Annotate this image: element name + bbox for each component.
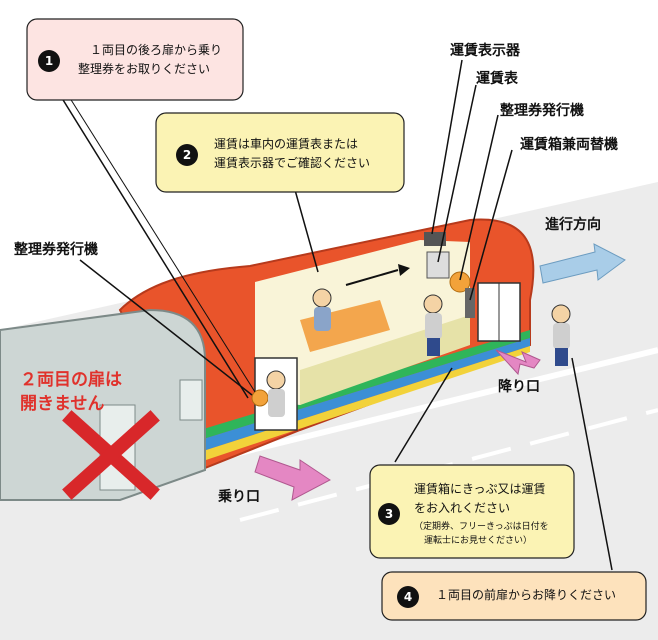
step4-line1: １両目の前扉からお降りください xyxy=(436,588,617,602)
interior-arrow-head xyxy=(398,264,410,276)
closed-door-x-2 xyxy=(62,410,160,500)
interior-arrow-line xyxy=(345,269,399,286)
step2-line2: 運賃表示器でご確認ください xyxy=(214,156,371,170)
pointer-left-machine xyxy=(79,259,253,396)
label-fare-table: 運賃表 xyxy=(476,71,518,87)
label-direction: 進行方向 xyxy=(545,217,601,233)
driver-legs xyxy=(427,338,440,356)
step1-number: 1 xyxy=(38,50,60,72)
boarding-passenger-head xyxy=(266,370,286,390)
label-exit: 降り口 xyxy=(498,379,540,395)
label-ticket-machine-right: 整理券発行機 xyxy=(500,103,584,119)
pointer-fare-box xyxy=(469,149,513,301)
pointer-ticket-machine-right xyxy=(459,114,499,281)
label-fare-box: 運賃箱兼両替機 xyxy=(520,137,618,153)
step4-number: 4 xyxy=(397,586,419,608)
step3-line1: 運賃箱にきっぷ又は運賃 xyxy=(414,482,546,496)
warning-line1: ２両目の扉は xyxy=(20,370,122,390)
direction-arrow xyxy=(539,243,626,284)
label-ticket-machine-left: 整理券発行機 xyxy=(14,242,98,258)
exiting-passenger-head xyxy=(551,304,571,324)
pointer-step4 xyxy=(571,357,613,571)
step1-line1: １両目の後ろ扉から乗り xyxy=(90,43,223,57)
step3-note1: （定期券、フリーきっぷは日付を xyxy=(414,522,549,532)
warning-line2: 開きません xyxy=(20,394,105,414)
exit-arrow xyxy=(495,349,541,376)
fare-box-device xyxy=(465,288,475,318)
exiting-passenger-body xyxy=(553,323,570,349)
label-fare-display: 運賃表示器 xyxy=(450,43,520,59)
pointer-fare-table xyxy=(437,84,477,263)
bubble-step2 xyxy=(155,112,405,193)
entrance-arrow xyxy=(254,455,331,501)
label-entrance: 乗り口 xyxy=(218,489,260,505)
passenger-body xyxy=(314,307,331,331)
fare-table-board xyxy=(426,251,450,279)
step3-note2: 運転士にお見せください） xyxy=(424,536,533,546)
driver-body xyxy=(425,313,442,339)
ticket-machine-right-device xyxy=(449,271,471,293)
ticket-machine-left-device xyxy=(251,389,269,407)
driver-head xyxy=(423,294,443,314)
step1-line2: 整理券をお取りください xyxy=(78,62,211,76)
step3-line2: をお入れください xyxy=(414,501,511,515)
pointer-fare-display xyxy=(431,59,463,235)
bubble-step3 xyxy=(369,464,575,559)
boarding-passenger-body xyxy=(268,389,285,417)
bubble-step4 xyxy=(381,571,647,621)
pointer-step1-b xyxy=(67,94,256,393)
step3-number: 3 xyxy=(378,503,400,525)
second-car-window xyxy=(179,379,203,421)
step2-line1: 運賃は車内の運賃表または xyxy=(214,137,359,151)
fare-display-device xyxy=(424,232,446,246)
pointer-step2 xyxy=(294,189,319,273)
passenger-head xyxy=(312,288,332,308)
step2-number: 2 xyxy=(176,144,198,166)
interior-seat xyxy=(300,300,390,352)
exiting-passenger-legs xyxy=(555,348,568,366)
pointer-step1 xyxy=(59,94,249,399)
pointer-step3 xyxy=(394,367,453,463)
bubble-step1 xyxy=(26,18,244,101)
